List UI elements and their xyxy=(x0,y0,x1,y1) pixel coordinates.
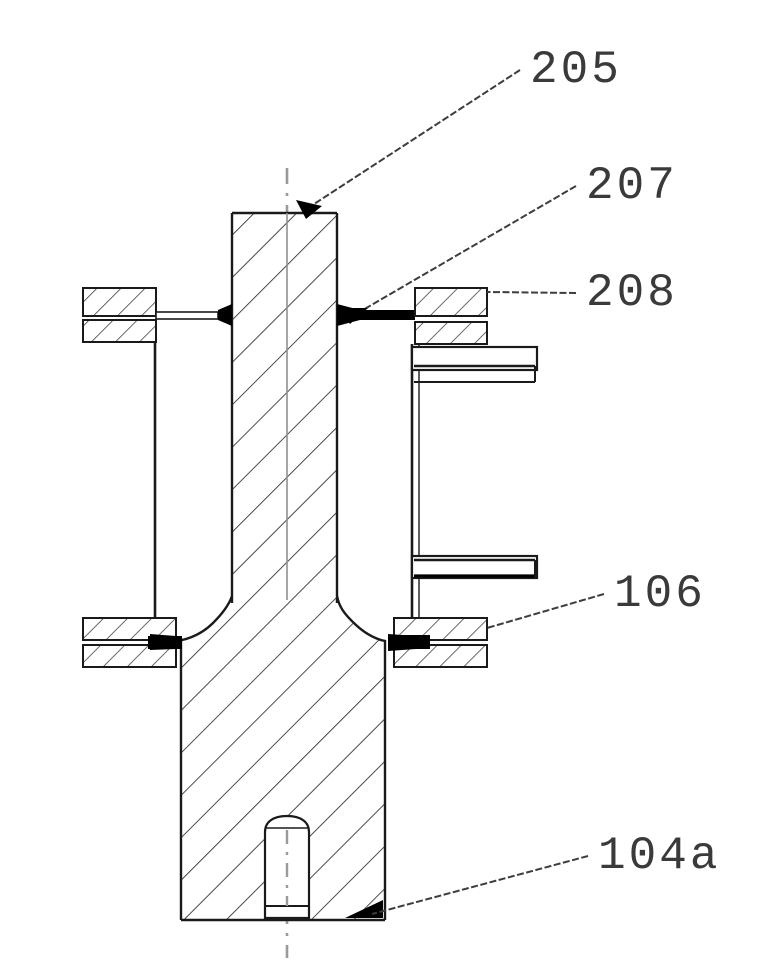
leader-lines xyxy=(296,69,605,915)
leader-106 xyxy=(486,593,605,629)
lower-shaft-hatch-fill xyxy=(181,596,385,920)
upper-shaft-hatch-fill xyxy=(232,213,337,603)
label-205: 205 xyxy=(530,44,622,96)
lower-right-flange-plate-top xyxy=(393,617,488,641)
label-106: 106 xyxy=(614,568,706,620)
leader-205 xyxy=(310,69,521,207)
upper-left-flange-plate xyxy=(82,319,157,343)
label-207: 207 xyxy=(586,160,678,212)
lower-left-flange xyxy=(82,617,182,668)
leader-205-arrowhead xyxy=(296,200,322,219)
leader-208 xyxy=(486,291,577,294)
lower-right-flange xyxy=(388,617,488,668)
upper-left-connector-rod xyxy=(155,311,219,320)
lower-shaft xyxy=(179,595,387,922)
right-channel-lower-arm xyxy=(410,554,539,580)
right-channel-upper-arm xyxy=(410,345,539,372)
lower-left-seal-block xyxy=(148,636,182,649)
upper-right-flange xyxy=(337,287,488,345)
leader-207-arrowhead xyxy=(340,308,368,324)
upper-shaft xyxy=(230,211,339,603)
lower-shaft-right-profile xyxy=(335,595,387,920)
leader-207 xyxy=(355,185,577,315)
upper-right-flange-block xyxy=(414,287,488,317)
upper-right-flange-plate xyxy=(414,321,488,345)
upper-left-flange-block xyxy=(82,287,157,317)
lower-right-flange-plate-bottom xyxy=(393,644,488,668)
right-channel-bracket xyxy=(410,344,539,636)
lower-right-seal-joint xyxy=(388,634,430,651)
label-104a: 104a xyxy=(598,830,720,882)
leader-104a xyxy=(371,855,589,915)
lower-shaft-left-profile xyxy=(179,595,234,920)
lower-left-flange-plate-bottom xyxy=(82,644,177,668)
upper-left-seal-joint xyxy=(218,304,232,326)
center-bore xyxy=(263,814,311,920)
upper-left-flange xyxy=(82,287,232,343)
label-208: 208 xyxy=(586,267,678,319)
